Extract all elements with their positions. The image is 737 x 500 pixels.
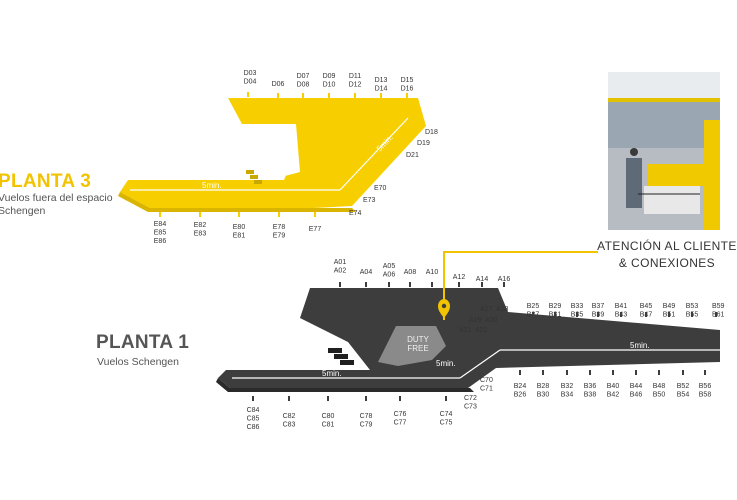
p1-gate-a04: A04 (360, 269, 373, 276)
p1-gate-a12: A12 (453, 274, 466, 281)
attention-connector (443, 251, 598, 320)
p1-gate-a19: A19 (469, 317, 482, 324)
p1-gate-a17: A17 (480, 306, 493, 313)
p1-gate-a21: A21 (459, 327, 472, 334)
planta1-escalator (328, 348, 354, 365)
planta3-walk-label: 5min. (202, 181, 222, 190)
planta3-walkway-east (339, 117, 409, 191)
attention-callout: ATENCIÓN AL CLIENTE & CONEXIONES (597, 238, 737, 272)
p3-gate-e73: E73 (363, 197, 376, 204)
p3-gate-e70: E70 (374, 185, 387, 192)
planta1-subtitle: Vuelos Schengen (97, 356, 179, 368)
duty-free-label-2: FREE (407, 344, 428, 353)
duty-free-area (378, 326, 446, 366)
planta1-walkway-east (459, 349, 501, 379)
planta1-walk-label-b: 5min. (630, 341, 650, 350)
p1-gate-a18: A18 (496, 306, 509, 313)
planta1-shadow (216, 378, 474, 392)
p1-gate-a16: A16 (498, 276, 511, 283)
p3-gate-d06: D06 (272, 81, 285, 88)
planta1-walk-label-main: 5min. (322, 369, 342, 378)
planta3-escalator (246, 170, 262, 184)
planta1-title: PLANTA 1 (96, 332, 190, 353)
customer-service-photo (608, 72, 720, 230)
p1-gate-a08: A08 (404, 269, 417, 276)
p1-gate-a14: A14 (476, 276, 489, 283)
planta3-courtyard (256, 160, 292, 180)
p1-gate-a22: A22 (475, 327, 488, 334)
planta3-subtitle: Vuelos fuera del espacio Schengen (0, 192, 113, 217)
p3-gate-e77: E77 (309, 226, 322, 233)
attention-line-1: ATENCIÓN AL CLIENTE (597, 239, 737, 253)
p3-gate-e74: E74 (349, 210, 362, 217)
planta1-terminal-shape (218, 288, 720, 392)
planta3-title: PLANTA 3 (0, 171, 92, 192)
attention-line-2: & CONEXIONES (618, 256, 716, 270)
duty-free-label-1: DUTY (407, 335, 429, 344)
p3-gate-d18: D18 (425, 129, 438, 136)
p1-gate-a10: A10 (426, 269, 439, 276)
planta3-shadow (118, 192, 356, 212)
p1-gate-a20: A20 (485, 317, 498, 324)
p3-gate-d19: D19 (417, 140, 430, 147)
planta1-walk-label-mid: 5min. (436, 359, 456, 368)
p3-gate-d21: D21 (406, 152, 419, 159)
attention-pin-icon[interactable] (438, 299, 450, 318)
